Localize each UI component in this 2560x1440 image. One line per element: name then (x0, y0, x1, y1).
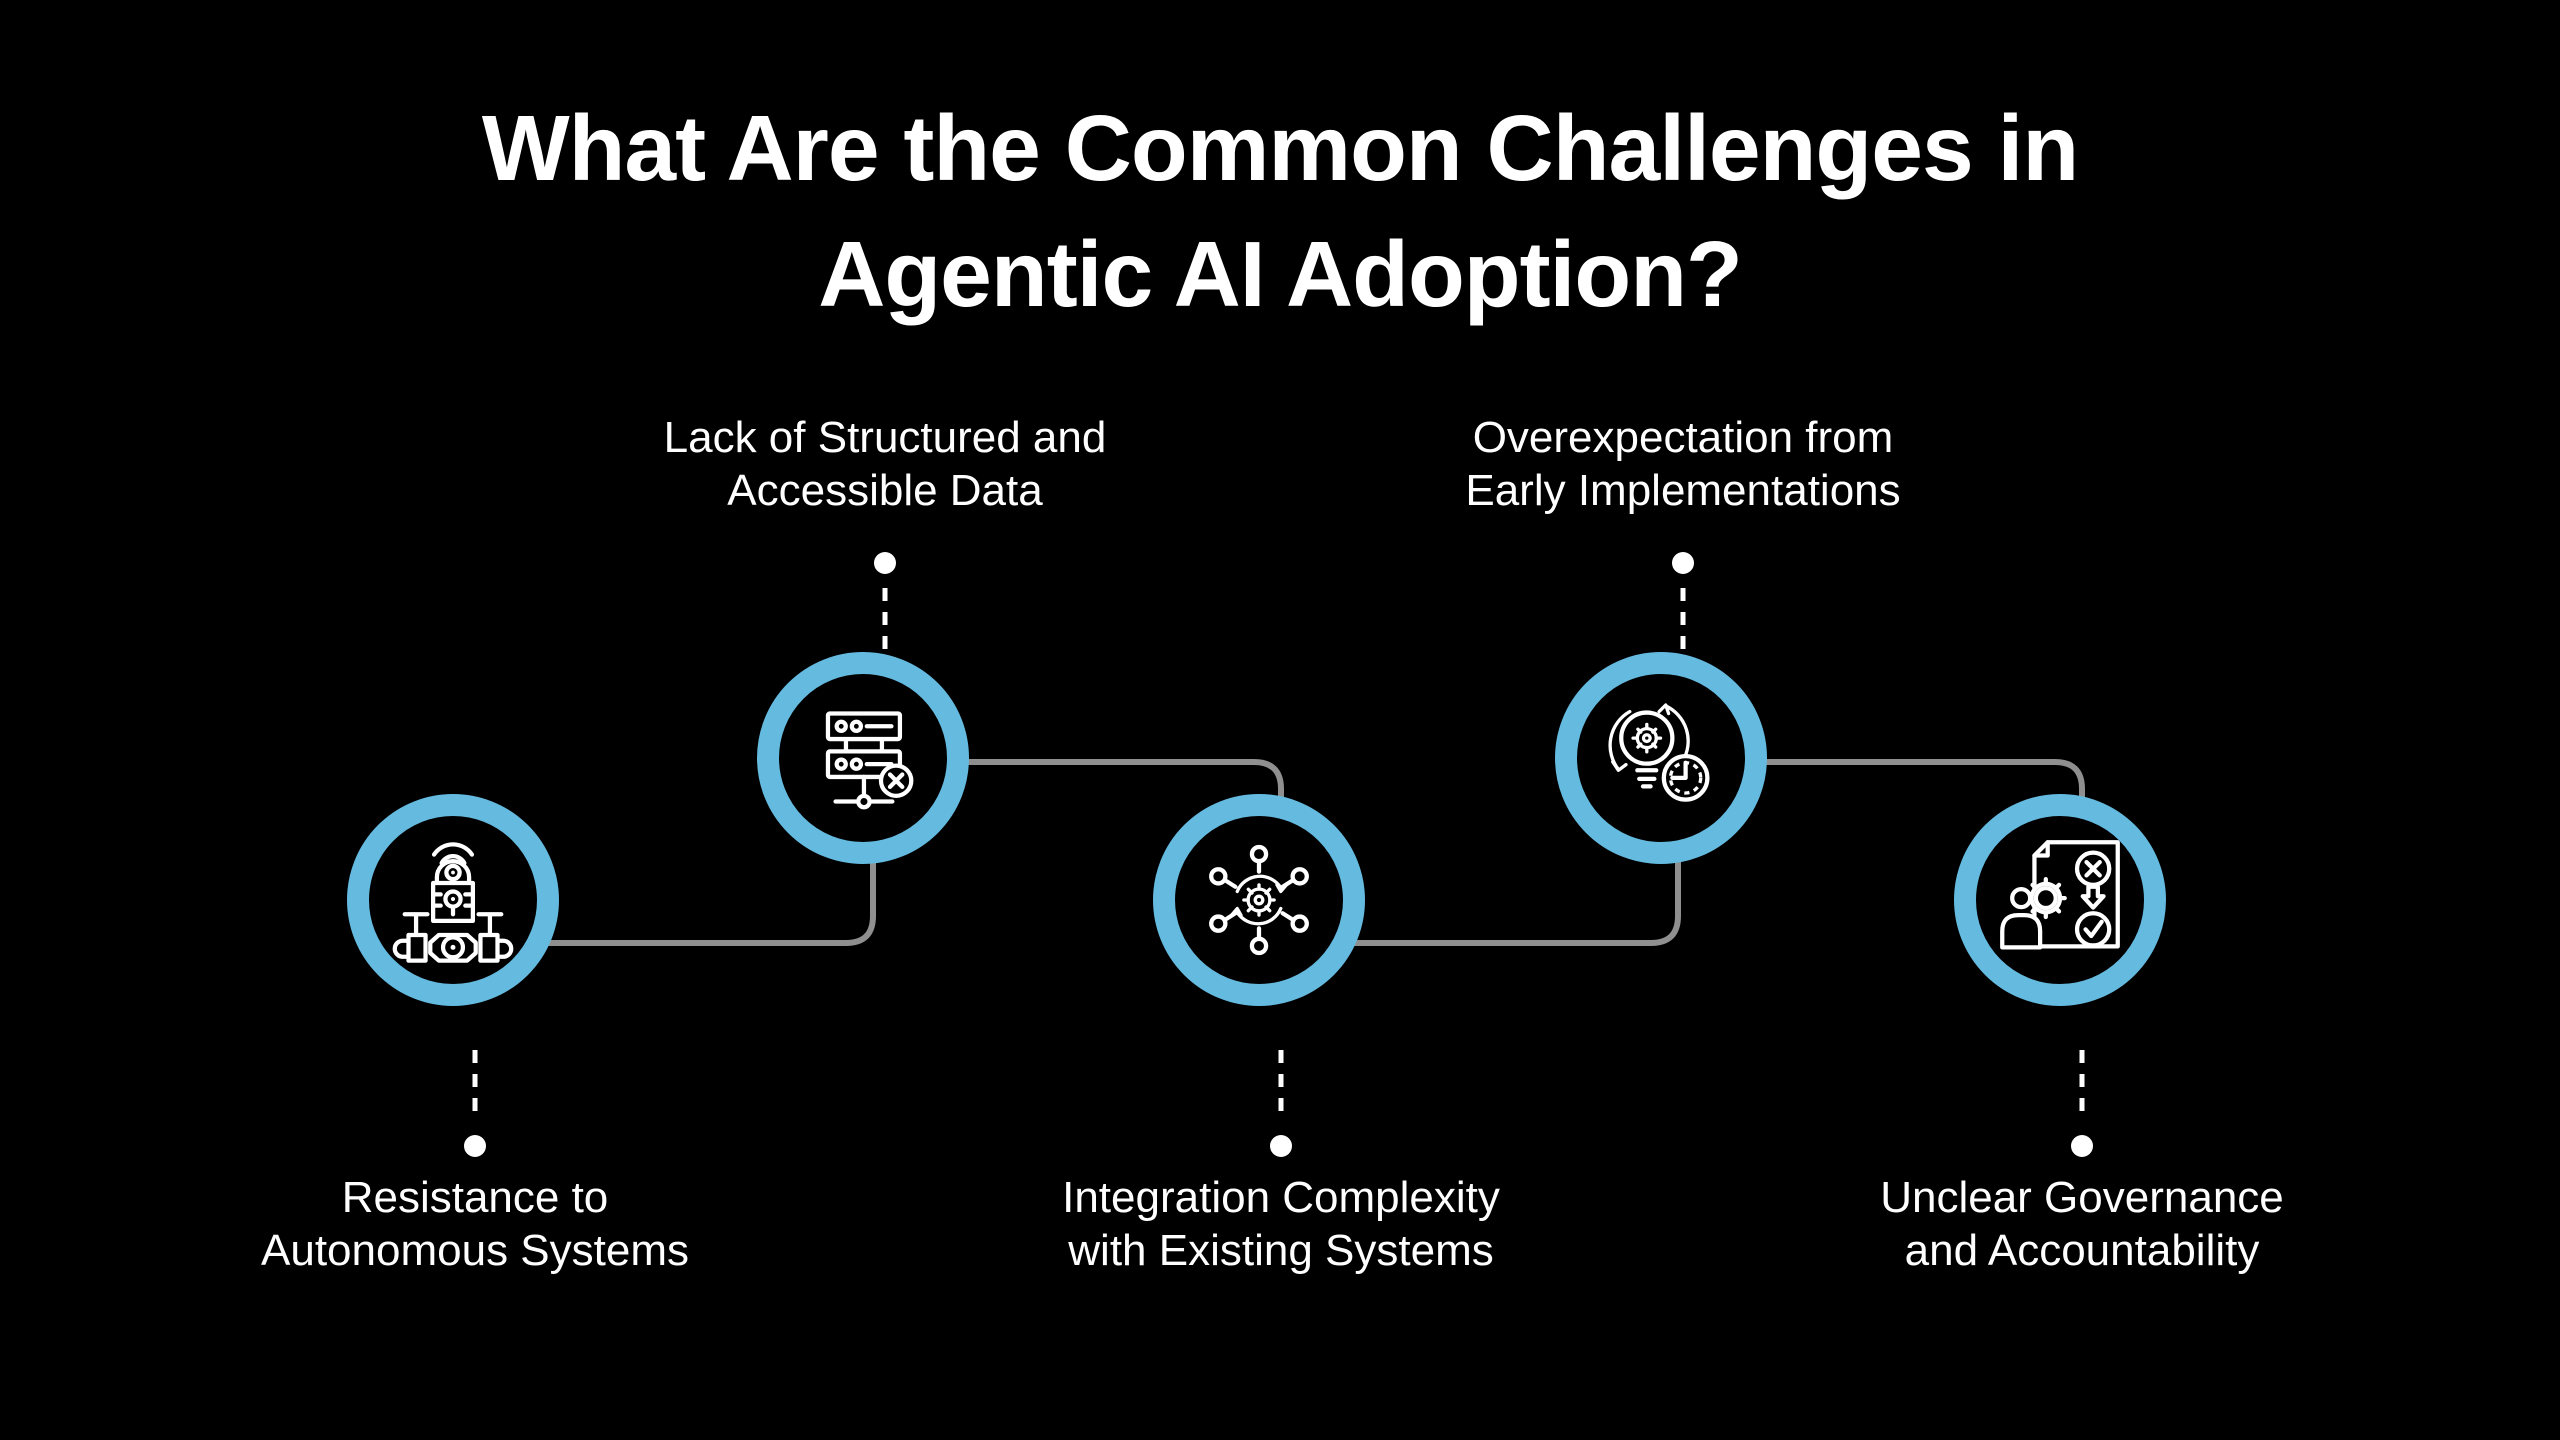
node-lack-of-structured-data (757, 652, 969, 864)
connector-node4-node5 (1690, 759, 2085, 860)
label-line: Unclear Governance (1880, 1173, 2284, 1222)
node-label-governance: Unclear Governance and Accountability (1762, 1172, 2402, 1278)
node-unclear-governance (1954, 794, 2166, 1006)
connector-node1-node2 (480, 850, 876, 946)
page-title: What Are the Common Challenges in Agenti… (0, 86, 2560, 337)
label-line: Autonomous Systems (261, 1225, 689, 1275)
node-label-overexpectation: Overexpectation from Early Implementatio… (1363, 412, 2003, 518)
label-line: Overexpectation from (1472, 413, 1894, 462)
integration-hub-gear-icon (1209, 844, 1309, 956)
node-overexpectation-early (1555, 652, 1767, 864)
label-pointer-node1 (464, 1050, 486, 1157)
label-line: Early Implementations (1465, 465, 1901, 515)
label-pointer-node2 (874, 552, 896, 652)
label-line: Accessible Data (727, 465, 1043, 515)
label-pointer-node4 (1672, 552, 1694, 652)
node-label-lack-of-data: Lack of Structured and Accessible Data (565, 412, 1205, 518)
label-line: and Accountability (1904, 1225, 2260, 1275)
label-pointer-node5 (2071, 1050, 2093, 1157)
autonomous-robot-lock-icon (392, 842, 514, 963)
connector-node3-node4 (1285, 850, 1681, 946)
connector-node2-node3 (890, 759, 1284, 860)
node-resistance-to-autonomous-systems (347, 794, 559, 1006)
label-line: with Existing Systems (1068, 1225, 1494, 1275)
label-line: Integration Complexity (1062, 1173, 1500, 1222)
title-line-2: Agentic AI Adoption? (818, 221, 1743, 326)
label-pointer-node3 (1270, 1050, 1292, 1157)
node-label-integration: Integration Complexity with Existing Sys… (961, 1172, 1601, 1278)
node-label-resistance: Resistance to Autonomous Systems (155, 1172, 795, 1278)
title-line-1: What Are the Common Challenges in (481, 96, 2079, 200)
idea-gear-clock-icon (1608, 703, 1710, 802)
label-line: Lack of Structured and (663, 413, 1107, 462)
node-integration-complexity (1153, 794, 1365, 1006)
server-data-error-icon (825, 711, 914, 810)
label-line: Resistance to (341, 1173, 609, 1222)
governance-checklist-icon (2000, 840, 2120, 950)
